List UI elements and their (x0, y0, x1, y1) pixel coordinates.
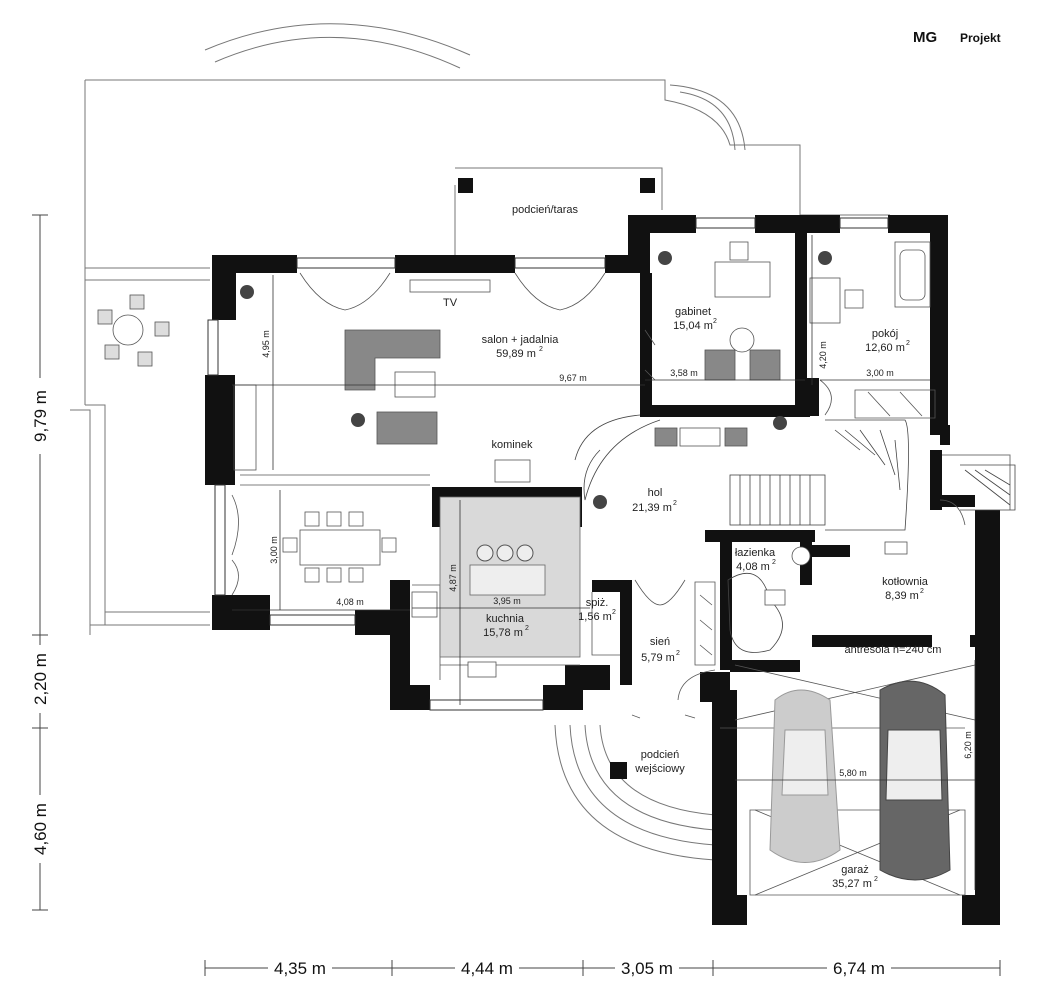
room-area-lazienka: 4,08 m (736, 561, 770, 573)
windows (207, 217, 889, 711)
label-podcien-2: wejściowy (634, 763, 685, 775)
inner-dimension-labels: 9,67 m 4,95 m 3,58 m 4,20 m 3,00 m 3,00 … (261, 330, 973, 778)
terrace-outline (70, 23, 1011, 861)
room-name-gabinet: gabinet (675, 306, 711, 318)
label-podcien-1: podcień (641, 749, 680, 761)
label-kominek: kominek (492, 439, 533, 451)
doors (231, 272, 966, 719)
room-area-salon-sup: 2 (539, 346, 543, 353)
room-name-pokoj: pokój (872, 328, 898, 340)
room-name-hol: hol (648, 487, 663, 499)
room-area-gabinet: 15,04 m (673, 320, 713, 332)
room-name-spiz: spiż. (586, 597, 609, 609)
label-antresola: antresola h=240 cm (845, 644, 942, 656)
walls (205, 215, 1000, 925)
brand-mg: MG (913, 29, 937, 46)
room-area-gabinet-sup: 2 (713, 318, 717, 325)
room-name-kotlownia: kotłownia (882, 576, 929, 588)
dim-garaz-width: 5,80 m (839, 768, 867, 778)
dim-salon-width: 9,67 m (559, 373, 587, 383)
brand-logo: MG Projekt (913, 29, 1001, 46)
room-name-lazienka: łazienka (735, 547, 776, 559)
room-area-kotlownia-sup: 2 (920, 588, 924, 595)
label-taras: podcień/taras (512, 204, 579, 216)
cars (769, 680, 951, 881)
dim-left-3: 4,60 m (31, 803, 50, 855)
other-labels: podcień/taras TV kominek podcień wejścio… (443, 204, 941, 775)
dim-jadalnia-height: 3,00 m (269, 536, 279, 564)
kitchen-island (411, 496, 581, 678)
dim-kuchnia-width: 3,95 m (493, 596, 521, 606)
room-area-hol: 21,39 m (632, 502, 672, 514)
outer-dimension-labels: 4,35 m 4,44 m 3,05 m 6,74 m 9,79 m 2,20 … (30, 378, 891, 978)
room-area-pokoj-sup: 2 (906, 340, 910, 347)
dim-salon-height: 4,95 m (261, 330, 271, 358)
inner-dimension-lines (232, 235, 976, 890)
dim-pokoj-width: 3,00 m (866, 368, 894, 378)
dim-bottom-1: 4,35 m (274, 959, 326, 978)
room-area-hol-sup: 2 (673, 500, 677, 507)
room-area-sien-sup: 2 (676, 650, 680, 657)
room-area-garaz: 35,27 m (832, 878, 872, 890)
room-area-lazienka-sup: 2 (772, 559, 776, 566)
dim-bottom-2: 4,44 m (461, 959, 513, 978)
furniture (97, 241, 931, 606)
room-name-salon: salon + jadalnia (482, 334, 560, 346)
dim-garaz-height: 6,20 m (963, 731, 973, 759)
room-name-garaz: garaż (841, 864, 869, 876)
room-area-salon: 59,89 m (496, 348, 536, 360)
room-labels: salon + jadalnia 59,89 m 2 gabinet 15,04… (482, 306, 929, 890)
room-area-kuchnia-sup: 2 (525, 625, 529, 632)
room-name-sien: sień (650, 636, 670, 648)
room-area-kuchnia: 15,78 m (483, 627, 523, 639)
staircase (574, 414, 1016, 653)
dim-kuchnia-height: 4,87 m (448, 564, 458, 592)
dim-left-2: 2,20 m (31, 653, 50, 705)
dim-gabinet-width: 3,58 m (670, 368, 698, 378)
terrace-columns (458, 178, 655, 779)
plants (240, 251, 832, 509)
room-area-garaz-sup: 2 (874, 876, 878, 883)
room-area-spiz-sup: 2 (612, 609, 616, 616)
room-name-kuchnia: kuchnia (486, 613, 525, 625)
room-area-pokoj: 12,60 m (865, 342, 905, 354)
room-area-sien: 5,79 m (641, 652, 675, 664)
dim-pokoj-height: 4,20 m (818, 341, 828, 369)
room-area-spiz: 1,56 m (578, 611, 612, 623)
dim-bottom-3: 3,05 m (621, 959, 673, 978)
dim-jadalnia-width: 4,08 m (336, 597, 364, 607)
dim-bottom-4: 6,74 m (833, 959, 885, 978)
label-tv: TV (443, 297, 458, 309)
brand-projekt: Projekt (960, 31, 1001, 45)
room-area-kotlownia: 8,39 m (885, 590, 919, 602)
dim-left-1: 9,79 m (31, 390, 50, 442)
